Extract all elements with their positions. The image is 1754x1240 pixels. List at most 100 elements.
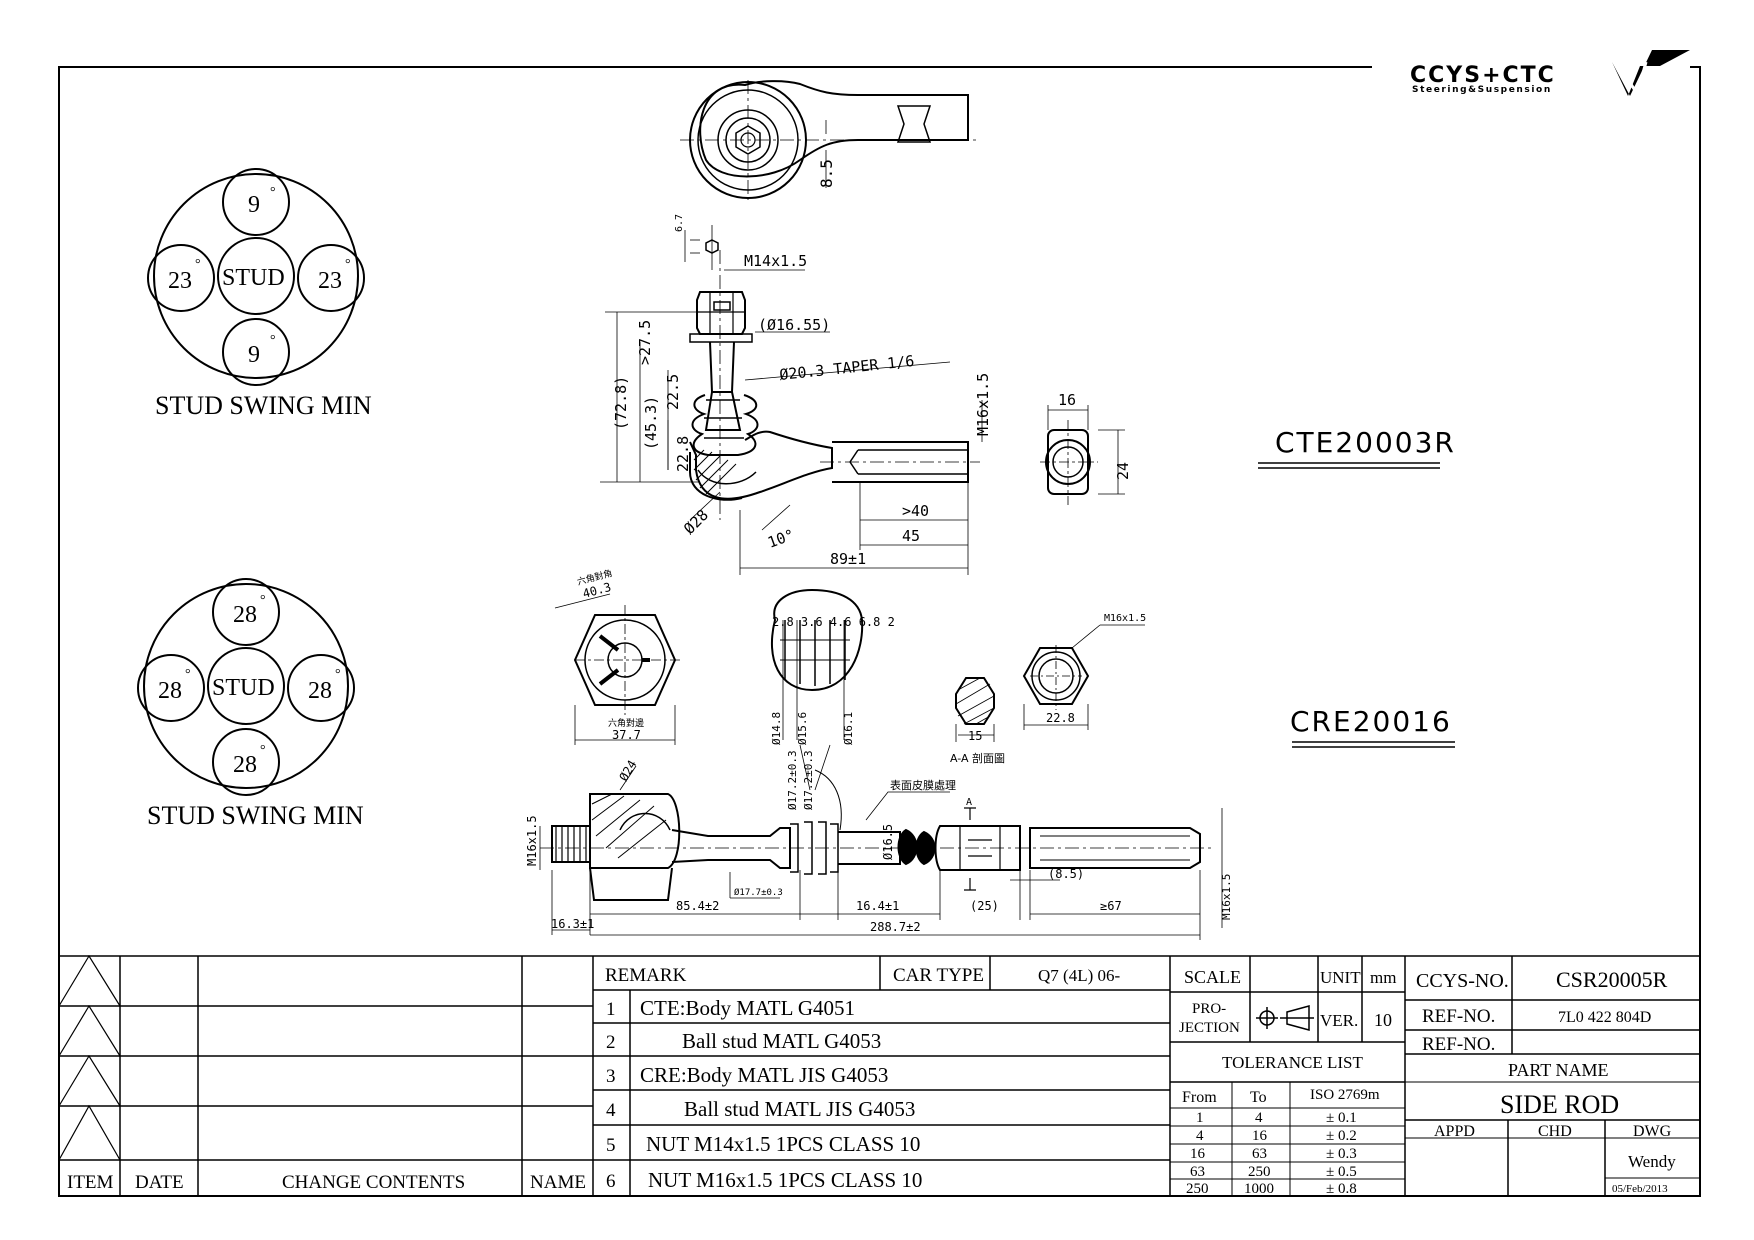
remark-text-6: NUT M16x1.5 1PCS CLASS 10 <box>648 1168 922 1192</box>
dim-6-7: 6.7 <box>674 214 685 232</box>
cre-surface-label: 表面皮膜處理 <box>890 778 956 792</box>
cre-hex-flat-label: 六角對邊 <box>608 717 644 729</box>
remark-text-5: NUT M14x1.5 1PCS CLASS 10 <box>646 1132 920 1156</box>
cre-dia-14-8: Ø14.8 <box>770 712 783 745</box>
dim-8-5: 8.5 <box>817 159 836 188</box>
swing-top-north: 9 <box>248 192 260 218</box>
tol-to-1: 4 <box>1255 1110 1263 1126</box>
cre-dia-24: Ø24 <box>616 758 639 784</box>
cre-section-aa <box>955 624 1145 742</box>
remark-no-3: 3 <box>606 1066 616 1087</box>
tol-header-from: From <box>1182 1089 1217 1106</box>
cre-side-view <box>539 765 1223 940</box>
cre-section-mark: A <box>966 797 972 808</box>
tol-val-4: ± 0.5 <box>1326 1164 1357 1180</box>
remark-no-5: 5 <box>606 1135 616 1156</box>
cre-dia-16-5: Ø16.5 <box>881 824 895 860</box>
cre-groove-detail <box>770 588 864 831</box>
dim-45-3: (45.3) <box>642 396 660 450</box>
cte-hex-detail <box>684 225 719 270</box>
svg-text:°: ° <box>185 667 191 682</box>
swing-top-east: 23 <box>318 268 342 294</box>
cre-dia-16-1: Ø16.1 <box>842 712 855 745</box>
dim-45: 45 <box>902 527 920 545</box>
cre-dim-16-4: 16.4±1 <box>856 899 899 913</box>
cte-part-number: CTE20003R <box>1275 426 1456 459</box>
tol-from-1: 1 <box>1196 1110 1204 1126</box>
cte-end-view <box>1040 405 1125 505</box>
tol-header-to: To <box>1250 1089 1267 1106</box>
tol-to-5: 1000 <box>1244 1181 1274 1197</box>
dim-m16-cte: M16x1.5 <box>974 373 992 436</box>
cre-dim-25: (25) <box>970 899 999 913</box>
tol-from-2: 4 <box>1196 1128 1204 1144</box>
part-label-cte: CTE20003R <box>1258 426 1456 469</box>
dim-22-8: 22.8 <box>674 436 692 472</box>
cre-groove-dims: 2.8 3.6 4.6 6.8 2 <box>772 615 895 629</box>
dwg-label: DWG <box>1633 1123 1672 1140</box>
tol-from-3: 16 <box>1190 1146 1206 1162</box>
logo-tagline: Steering&Suspension <box>1412 85 1552 95</box>
drawer-name: Wendy <box>1628 1152 1676 1171</box>
part-name-label: PART NAME <box>1508 1060 1608 1080</box>
cte-side-view <box>600 250 983 575</box>
tol-val-1: ± 0.1 <box>1326 1110 1357 1126</box>
brand-logo: CCYS+CTC Steering&Suspension <box>1410 50 1690 96</box>
ver-value: 10 <box>1374 1010 1392 1030</box>
cre-dia-15-6: Ø15.6 <box>796 712 809 745</box>
cre-nut-m16: M16x1.5 <box>1104 613 1146 624</box>
tol-header-iso: ISO 2769m <box>1310 1087 1380 1103</box>
cre-dim-288-7: 288.7±2 <box>870 920 921 934</box>
remark-no-6: 6 <box>606 1171 616 1192</box>
dim-gt40: >40 <box>902 502 929 520</box>
remark-no-2: 2 <box>606 1032 616 1053</box>
cre-dia-17-7: Ø17.7±0.3 <box>734 887 783 898</box>
car-type-label: CAR TYPE <box>893 965 984 986</box>
swing-top-caption: STUD SWING MIN <box>155 391 372 420</box>
swing-bottom-west: 28 <box>158 678 182 704</box>
remark-no-1: 1 <box>606 999 616 1020</box>
dim-72-8: (72.8) <box>612 376 630 430</box>
tol-to-2: 16 <box>1252 1128 1268 1144</box>
remark-text-3: CRE:Body MATL JIS G4053 <box>640 1063 888 1087</box>
tol-to-4: 250 <box>1248 1164 1271 1180</box>
ccys-no-value: CSR20005R <box>1556 967 1668 992</box>
cre-dim-85-4: 85.4±2 <box>676 899 719 913</box>
projection-label-2: JECTION <box>1179 1020 1240 1036</box>
tol-val-3: ± 0.3 <box>1326 1146 1357 1162</box>
swing-bottom-center: STUD <box>212 675 275 701</box>
cre-dim-16-3: 16.3±1 <box>551 917 594 931</box>
dim-22-5: 22.5 <box>664 374 682 410</box>
svg-text:°: ° <box>335 667 341 682</box>
svg-text:°: ° <box>270 185 276 200</box>
drawing-date: 05/Feb/2013 <box>1612 1183 1668 1195</box>
swing-top-west: 23 <box>168 268 192 294</box>
cre-dim-8-5: (8.5) <box>1048 867 1084 881</box>
rev-header-change: CHANGE CONTENTS <box>282 1172 465 1193</box>
projection-label-1: PRO- <box>1192 1001 1226 1017</box>
cre-section-label: A-A 剖面圖 <box>950 751 1005 765</box>
first-angle-projection-icon <box>1256 1005 1314 1031</box>
swing-top-south: 9 <box>248 342 260 368</box>
svg-text:°: ° <box>270 333 276 348</box>
stud-swing-diagram-bottom: 28 28 28 28 STUD ° ° ° ° STUD SWING MIN <box>137 578 364 830</box>
dim-89: 89±1 <box>830 550 866 568</box>
car-type-value: Q7 (4L) 06- <box>1038 966 1120 985</box>
logo-emblem-icon <box>1612 50 1690 96</box>
cre-section-15: 15 <box>968 729 982 743</box>
cre-part-number: CRE20016 <box>1290 705 1452 738</box>
cre-m16-left: M16x1.5 <box>525 815 539 866</box>
cre-hex-detail <box>554 593 680 745</box>
ccys-no-label: CCYS-NO. <box>1416 970 1509 992</box>
part-name-value: SIDE ROD <box>1500 1090 1619 1119</box>
tol-to-3: 63 <box>1252 1146 1267 1162</box>
dim-24: 24 <box>1114 462 1132 480</box>
rev-header-name: NAME <box>530 1172 586 1193</box>
tolerance-title: TOLERANCE LIST <box>1222 1053 1363 1072</box>
swing-bottom-south: 28 <box>233 752 257 778</box>
unit-label: UNIT <box>1320 968 1361 987</box>
cre-dia-17-2-a: Ø17.2±0.3 <box>786 750 799 810</box>
tol-val-5: ± 0.8 <box>1326 1181 1357 1197</box>
dim-16-55: (Ø16.55) <box>758 316 830 334</box>
